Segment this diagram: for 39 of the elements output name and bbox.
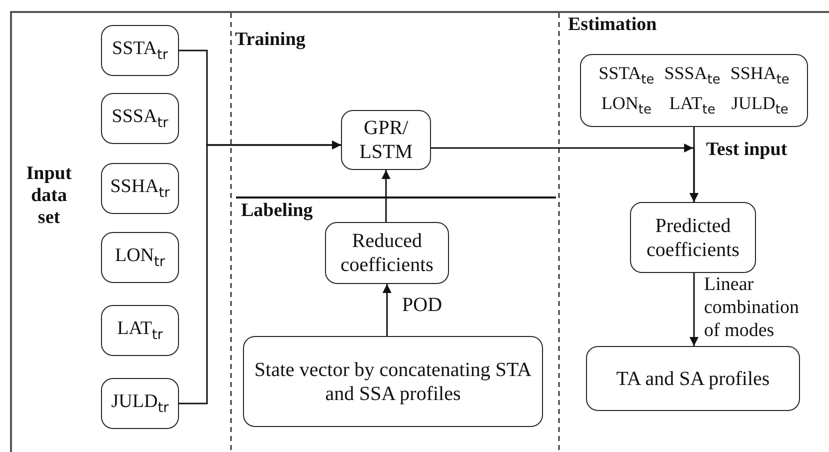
arrow: [382, 170, 390, 222]
variable-label: JULD$_{te}$: [730, 92, 790, 118]
arrow: [690, 127, 698, 202]
section-heading: Training: [235, 29, 306, 51]
process-box: [101, 378, 179, 429]
section-heading: Input data set: [25, 163, 73, 229]
box-label: SSHA$_{tr}$: [110, 176, 170, 202]
process-box: [341, 110, 431, 170]
arrow: [382, 284, 392, 336]
box-label: Reduced coefficients: [340, 229, 434, 277]
variable-label: SSHA$_{te}$: [730, 63, 790, 88]
box-label: SSTA$_{tr}$: [112, 38, 168, 64]
section-heading: Estimation: [568, 14, 657, 36]
variable-label: SSSA$_{te}$: [664, 63, 720, 88]
box-label: LON$_{tr}$: [114, 244, 166, 270]
process-box: [101, 163, 179, 214]
arrow: [179, 140, 341, 404]
process-box: [325, 222, 449, 284]
edge-label: Test input: [706, 139, 788, 162]
variable-label: SSTA$_{te}$: [598, 63, 654, 88]
box-label: JULD$_{tr}$: [111, 390, 169, 416]
process-box: [101, 305, 179, 356]
process-box: [101, 93, 179, 144]
process-box: [101, 232, 179, 283]
process-box: [630, 202, 756, 273]
box-label: Predicted coefficients: [646, 214, 740, 262]
section-heading: Labeling: [241, 200, 313, 222]
box-label: TA and SA profiles: [616, 366, 770, 390]
variable-label: LAT$_{te}$: [668, 92, 716, 118]
process-box: [243, 336, 543, 427]
box-label: State vector by concatenating STA and SSA profiles: [253, 358, 533, 406]
process-box: [101, 25, 179, 76]
box-label: LAT$_{tr}$: [117, 318, 163, 344]
box-label: SSSA$_{tr}$: [112, 106, 168, 132]
variable-label: LON$_{te}$: [600, 92, 652, 118]
process-box: [586, 346, 800, 411]
box-label: GPR/ LSTM: [358, 116, 414, 164]
arrow: [690, 273, 698, 346]
input-group-box: [580, 54, 808, 127]
